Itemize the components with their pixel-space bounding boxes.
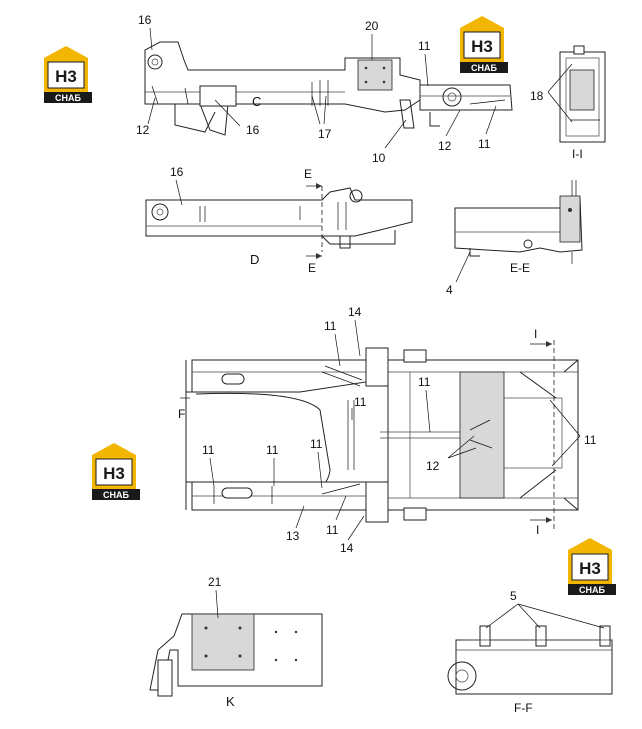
logo-bottom-right: H3 CHAБ — [568, 538, 616, 595]
callout-4: 4 — [446, 283, 453, 297]
callout-11: 11 — [584, 433, 597, 447]
callout-14: 14 — [348, 305, 362, 319]
view-c-frame — [144, 41, 513, 136]
callout-11: 11 — [418, 39, 431, 53]
callout-16: 16 — [138, 13, 152, 27]
callout-21: 21 — [208, 575, 222, 589]
view-marker-e-bottom: E — [308, 261, 316, 275]
section-marker-i-bottom: I — [536, 523, 539, 537]
callout-13: 13 — [286, 529, 300, 543]
logo-brand: CHAБ — [103, 490, 129, 500]
plan-view — [185, 340, 579, 530]
callout-12: 12 — [438, 139, 452, 153]
callout-11: 11 — [202, 443, 215, 457]
view-label-ff: F-F — [514, 701, 533, 715]
logo-brand: CHAБ — [55, 93, 81, 103]
callout-12: 12 — [136, 123, 150, 137]
logo-brand: CHAБ — [579, 585, 605, 595]
section-marker-i-top: I — [534, 327, 537, 341]
view-label-c: C — [252, 94, 261, 109]
callout-18: 18 — [530, 89, 544, 103]
logo-top-left: H3 CHAБ — [44, 46, 92, 103]
callout-11: 11 — [418, 375, 431, 389]
callout-11: 11 — [354, 395, 367, 409]
callout-14: 14 — [340, 541, 354, 555]
section-marker-f: F — [178, 407, 185, 421]
logo-mark: H3 — [55, 67, 77, 86]
view-label-d: D — [250, 252, 259, 267]
callout-16: 16 — [246, 123, 260, 137]
view-ii — [559, 45, 606, 143]
view-ee — [454, 180, 583, 264]
logo-mark: H3 — [103, 464, 125, 483]
view-ff — [447, 625, 613, 695]
logo-brand: CHAБ — [471, 63, 497, 73]
view-label-ee: E-E — [510, 261, 530, 275]
callout-11: 11 — [324, 319, 337, 333]
callout-11: 11 — [266, 443, 279, 457]
logo-mark: H3 — [579, 559, 601, 578]
view-k — [149, 613, 323, 697]
view-marker-e-top: E — [304, 167, 312, 181]
view-label-ii: I-I — [572, 147, 583, 161]
callout-20: 20 — [365, 19, 379, 33]
callout-16: 16 — [170, 165, 184, 179]
callout-5: 5 — [510, 589, 517, 603]
view-d-frame — [145, 186, 413, 252]
callout-11: 11 — [326, 523, 339, 537]
callout-11: 11 — [478, 137, 491, 151]
logo-mid-left: H3 CHAБ — [92, 443, 140, 500]
callout-12: 12 — [426, 459, 440, 473]
callout-10: 10 — [372, 151, 386, 165]
callout-17: 17 — [318, 127, 332, 141]
callout-11: 11 — [310, 437, 323, 451]
logo-top-right: H3 CHAБ — [460, 16, 508, 73]
view-label-k: K — [226, 694, 235, 709]
logo-mark: H3 — [471, 37, 493, 56]
